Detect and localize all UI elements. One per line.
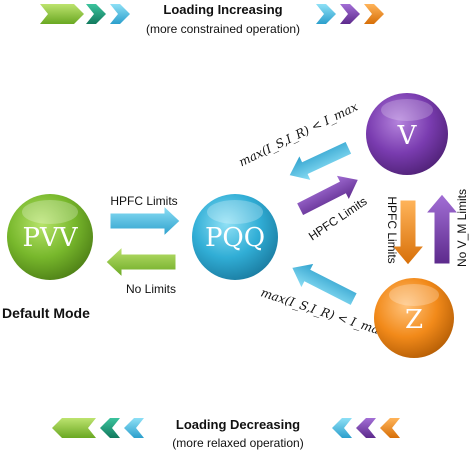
arrow-z-to-v bbox=[424, 193, 460, 265]
chevron-right-icon bbox=[40, 4, 84, 24]
footer-subtitle: (more relaxed operation) bbox=[172, 436, 303, 450]
node-v: V bbox=[366, 93, 448, 175]
node-z-label: Z bbox=[405, 305, 423, 335]
arrow-z-to-pqq bbox=[290, 262, 358, 307]
header-chevrons-left bbox=[40, 4, 130, 24]
arrow-pqq-to-pvv bbox=[105, 245, 177, 279]
footer-chevrons-right bbox=[332, 418, 400, 438]
node-pqq-label: PQQ bbox=[205, 223, 265, 253]
arrow-v-to-z bbox=[390, 199, 426, 266]
label-v-to-z: HPFC Limits bbox=[385, 196, 399, 263]
node-pvv: PVV bbox=[7, 194, 93, 280]
chevron-right-icon bbox=[316, 4, 336, 24]
node-pqq: PQQ bbox=[192, 194, 278, 280]
node-pvv-label: PVV bbox=[22, 223, 78, 253]
label-pqq-to-pvv: No Limits bbox=[126, 282, 176, 296]
default-mode-label: Default Mode bbox=[2, 305, 90, 321]
node-z: Z bbox=[374, 278, 454, 358]
chevron-left-icon bbox=[380, 418, 400, 438]
chevron-left-icon bbox=[332, 418, 352, 438]
chevron-left-icon bbox=[124, 418, 144, 438]
footer-title: Loading Decreasing bbox=[176, 417, 300, 432]
label-pvv-to-pqq: HPFC Limits bbox=[110, 194, 177, 208]
label-z-to-v: No V_M Limits bbox=[455, 189, 469, 267]
chevron-right-icon bbox=[340, 4, 360, 24]
header-subtitle: (more constrained operation) bbox=[146, 22, 300, 36]
chevron-left-icon bbox=[100, 418, 120, 438]
node-v-label: V bbox=[397, 121, 418, 151]
header-chevrons-right bbox=[316, 4, 384, 24]
header-title: Loading Increasing bbox=[163, 2, 282, 17]
arrow-pqq-to-v bbox=[295, 174, 360, 217]
chevron-right-icon bbox=[86, 4, 106, 24]
chevron-right-icon bbox=[110, 4, 130, 24]
chevron-left-icon bbox=[356, 418, 376, 438]
chevron-right-icon bbox=[364, 4, 384, 24]
label-z-to-pqq: max(I_S,I_R) < I_max bbox=[259, 285, 388, 339]
arrow-v-to-pqq bbox=[288, 140, 353, 182]
arrow-pvv-to-pqq bbox=[109, 204, 181, 238]
footer-chevrons-left bbox=[52, 418, 144, 438]
chevron-left-icon bbox=[52, 418, 96, 438]
